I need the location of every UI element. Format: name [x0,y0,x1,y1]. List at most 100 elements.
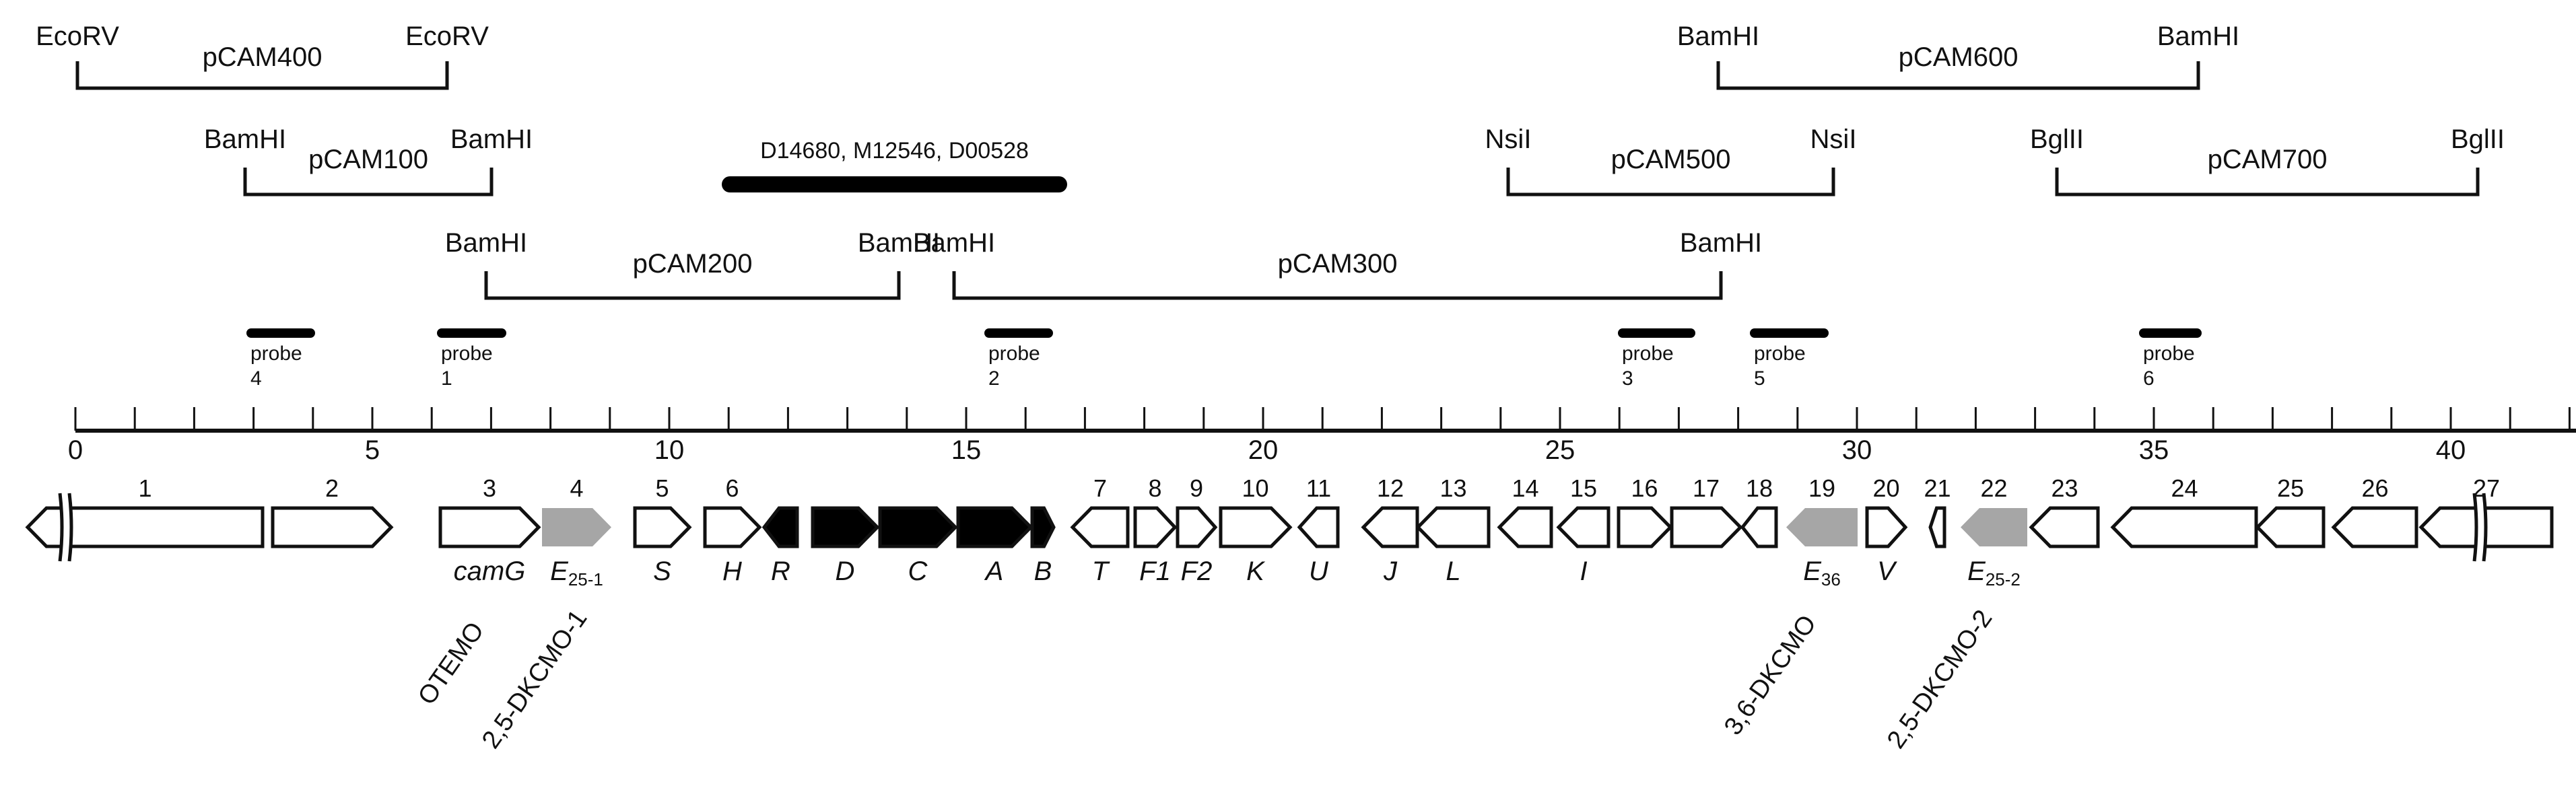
enzyme-annotation: OTEMO [413,617,489,710]
gene-arrow-left [1928,506,1946,548]
gene-arrow-right [542,508,611,546]
gene-name: T [1092,557,1110,586]
restriction-site-right: BamHI [1680,228,1762,258]
break-mark-icon [2482,493,2488,562]
gene-arrow-left [2110,506,2258,548]
gene-26: 26 [2331,474,2418,548]
gene-name: J [1383,557,1398,586]
gene-24: 24 [2110,474,2258,548]
enzyme-annotation: 2,5-DKCMO-2 [1882,605,1998,754]
gene-name: H [722,557,742,586]
break-gap [2475,495,2486,560]
gene-11: 11U [1297,474,1340,586]
kb-scale-axis: 0510152025303540kb [68,407,2576,465]
probe-bar [984,328,1053,338]
gene-name: B [1034,557,1052,586]
gene-15: 15I [1556,474,1611,586]
probe-number: 2 [988,367,1000,390]
gene-A: A [956,506,1033,586]
gene-arrow-left [1961,508,2027,546]
gene-arrow-left [1786,508,1858,546]
gene-number: 24 [2171,474,2198,502]
gene-arrow-right [1617,506,1673,548]
gene-number: 25 [2277,474,2304,502]
probe-number: 4 [250,367,262,390]
gene-1: 1 [25,474,265,562]
gene-number: 5 [655,474,669,502]
fragment-label: pCAM100 [308,145,428,174]
restriction-site-left: NsiI [1485,124,1532,154]
gene-name: V [1877,557,1897,586]
axis-tick-label: 5 [365,435,380,465]
probe-number: 6 [2143,367,2155,390]
fragment-label: pCAM400 [203,42,323,72]
restriction-site-right: EcoRV [405,22,489,51]
gene-9: 9F2 [1176,474,1218,586]
probe-label: probe [1754,343,1806,365]
probe-bar [246,328,315,338]
gene-number: 6 [725,474,739,502]
gene-6: 6H [703,474,762,586]
gene-12: 12J [1361,474,1419,586]
restriction-site-left: BamHI [204,124,286,154]
gene-number: 18 [1746,474,1773,502]
gene-arrow-right [878,506,958,548]
gene-arrow-left [1297,506,1340,548]
fragment-label: pCAM500 [1611,145,1731,174]
gene-7: 7T [1070,474,1130,586]
gene-8: 8F1 [1133,474,1178,586]
fragment-bracket [1506,168,1835,196]
gene-number: 21 [1924,474,1951,502]
fragment-bracket [75,61,449,90]
gene-number: 20 [1872,474,1899,502]
axis-tick-label: 0 [68,435,83,465]
gene-number: 27 [2473,474,2500,502]
gene-arrow-right [1219,506,1293,548]
probe-number: 5 [1754,367,1765,390]
gene-number: 17 [1693,474,1720,502]
gene-arrow-right [1030,506,1056,548]
gene-name: K [1246,557,1266,586]
gene-arrow-left [1740,506,1778,548]
restriction-site-left: BglII [2030,124,2084,154]
restriction-site-right: BglII [2451,124,2505,154]
gene-name: F2 [1181,557,1213,586]
axis-tick-label: 10 [654,435,685,465]
gene-name: A [984,557,1004,586]
gene-name: C [908,557,928,586]
gene-10: 10K [1219,474,1293,586]
probe-bar [1750,328,1829,338]
fragment-label: pCAM600 [1899,42,2019,72]
gene-number: 3 [483,474,496,502]
restriction-site-right: BamHI [2157,22,2239,51]
gene-number: 2 [325,474,339,502]
gene-arrow-left [1497,506,1553,548]
gene-number: 26 [2361,474,2388,502]
gene-arrow-left [1556,506,1611,548]
restriction-site-left: BamHI [445,228,527,258]
gene-13: 13L [1415,474,1491,586]
axis-tick-label: 35 [2139,435,2169,465]
gene-arrow-right [956,506,1033,548]
gene-arrow-right [1133,506,1178,548]
gene-arrow-right [1865,506,1908,548]
gene-5: 5S [633,474,692,586]
fragment-bracket [243,168,494,196]
gene-C: C [878,506,958,586]
gene-arrow-right [811,506,880,548]
gene-17: 17 [1670,474,1743,548]
gene-arrow-right [1176,506,1218,548]
